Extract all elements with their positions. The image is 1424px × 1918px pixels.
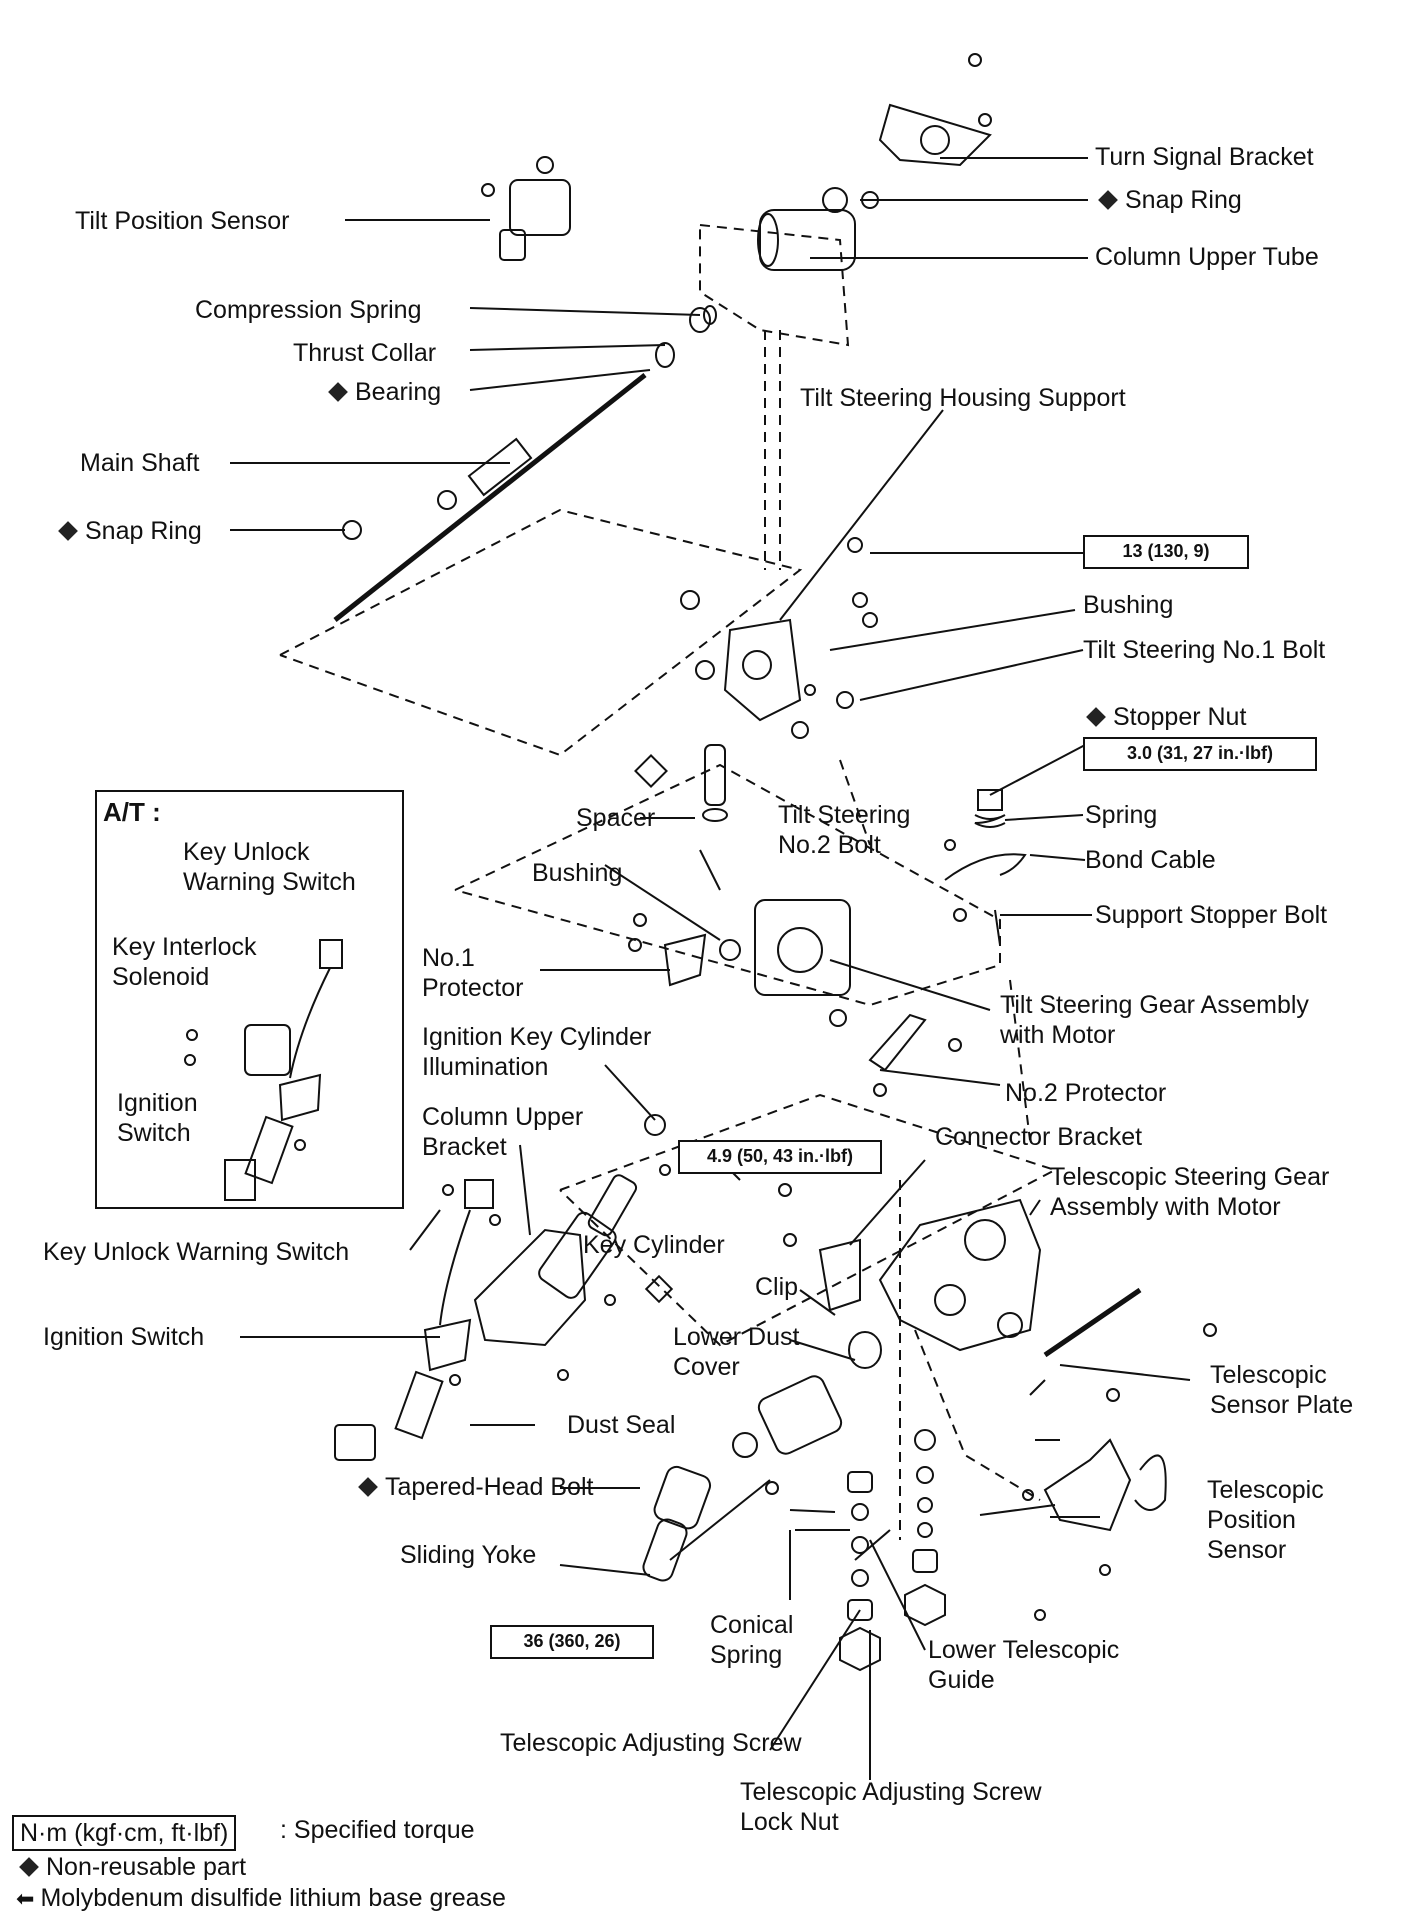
label-sliding-yoke: Sliding Yoke bbox=[400, 1541, 537, 1569]
arrow-icon: ⬅ bbox=[16, 1886, 35, 1911]
no2-protector-part bbox=[868, 1013, 962, 1097]
label-spring: Spring bbox=[1085, 801, 1158, 829]
legend-grease: ⬅Molybdenum disulfide lithium base greas… bbox=[16, 1883, 506, 1914]
at-label-key-interlock-solenoid: Key Interlock Solenoid bbox=[112, 933, 257, 991]
label-telescopic-adjusting-screw: Telescopic Adjusting Screw bbox=[500, 1729, 802, 1757]
label-dust-seal: Dust Seal bbox=[567, 1411, 676, 1439]
diamond-icon bbox=[328, 382, 348, 403]
ignition-switch-part bbox=[334, 1179, 501, 1461]
legend-non-reusable-text: Non-reusable part bbox=[46, 1853, 247, 1881]
label-bearing: Bearing bbox=[325, 377, 441, 407]
tilt-housing-support-part bbox=[680, 537, 878, 739]
label-column-upper-bracket: Column Upper Bracket bbox=[422, 1103, 584, 1161]
label-telescopic-steering-gear-assembly: Telescopic Steering Gear Assembly with M… bbox=[1050, 1163, 1330, 1221]
label-telescopic-sensor-plate: Telescopic Sensor Plate bbox=[1210, 1361, 1354, 1419]
label-main-shaft: Main Shaft bbox=[80, 449, 200, 477]
label-no1-protector: No.1 Protector bbox=[422, 944, 524, 1002]
label-thrust-collar: Thrust Collar bbox=[293, 339, 437, 367]
label-bushing-right: Bushing bbox=[1083, 591, 1174, 619]
label-lower-telescopic-guide: Lower Telescopic Guide bbox=[928, 1636, 1120, 1694]
label-tilt-position-sensor: Tilt Position Sensor bbox=[75, 207, 290, 235]
torque-box-36: 36 (360, 26) bbox=[490, 1625, 654, 1659]
telescopic-gear-assembly-part bbox=[778, 1183, 1042, 1352]
label-tilt-steering-gear-assembly: Tilt Steering Gear Assembly with Motor bbox=[1000, 991, 1309, 1049]
stopper-hardware-part bbox=[944, 789, 1027, 946]
torque-box-13: 13 (130, 9) bbox=[1083, 535, 1249, 569]
label-key-cylinder: Key Cylinder bbox=[583, 1231, 725, 1259]
label-snap-ring-top-text: Snap Ring bbox=[1125, 186, 1242, 214]
label-bearing-text: Bearing bbox=[355, 378, 442, 406]
label-tilt-steering-no2-bolt: Tilt Steering No.2 Bolt bbox=[778, 801, 911, 859]
label-bond-cable: Bond Cable bbox=[1085, 846, 1216, 874]
label-snap-ring-top: Snap Ring bbox=[1095, 185, 1242, 215]
legend-torque-unit: N·m (kgf·cm, ft·lbf) bbox=[12, 1815, 237, 1851]
diamond-icon bbox=[19, 1857, 39, 1878]
label-support-stopper-bolt: Support Stopper Bolt bbox=[1095, 901, 1328, 929]
diamond-icon bbox=[58, 521, 78, 542]
legend-non-reusable: Non-reusable part bbox=[16, 1852, 246, 1882]
at-inset-box bbox=[95, 790, 404, 1209]
at-inset-parts bbox=[184, 939, 343, 1201]
label-connector-bracket: Connector Bracket bbox=[935, 1123, 1143, 1151]
label-no2-protector: No.2 Protector bbox=[1005, 1079, 1167, 1107]
legend-grease-text: Molybdenum disulfide lithium base grease bbox=[40, 1884, 506, 1912]
tilt-position-sensor-part bbox=[481, 156, 571, 261]
label-turn-signal-bracket: Turn Signal Bracket bbox=[1095, 143, 1314, 171]
tilt-gear-assembly-part bbox=[628, 899, 851, 1027]
at-inset-title: A/T : bbox=[103, 797, 161, 827]
label-ignition-switch: Ignition Switch bbox=[43, 1323, 205, 1351]
label-tilt-steering-no1-bolt: Tilt Steering No.1 Bolt bbox=[1083, 636, 1326, 664]
label-stopper-nut-text: Stopper Nut bbox=[1113, 703, 1247, 731]
label-spacer: Spacer bbox=[576, 804, 656, 832]
sliding-yoke-part bbox=[642, 1465, 779, 1582]
label-key-unlock-warning-switch: Key Unlock Warning Switch bbox=[43, 1238, 350, 1266]
legend-torque-desc: : Specified torque bbox=[280, 1816, 475, 1844]
column-upper-bracket-part bbox=[473, 1114, 674, 1381]
label-column-upper-tube: Column Upper Tube bbox=[1095, 243, 1319, 271]
main-shaft-part bbox=[333, 305, 717, 622]
leader-lines bbox=[230, 157, 1191, 1780]
telescopic-sensor-part bbox=[1022, 1287, 1217, 1621]
label-conical-spring: Conical Spring bbox=[710, 1611, 794, 1669]
label-tapered-head-bolt: Tapered-Head Bolt bbox=[355, 1472, 593, 1502]
spacer-spring-part bbox=[634, 744, 728, 891]
label-tapered-head-bolt-text: Tapered-Head Bolt bbox=[385, 1473, 594, 1501]
label-stopper-nut: Stopper Nut bbox=[1083, 702, 1246, 732]
at-label-ignition-switch: Ignition Switch bbox=[117, 1089, 198, 1147]
at-label-key-unlock-warning-switch: Key Unlock Warning Switch bbox=[183, 838, 356, 896]
label-ignition-key-cylinder-illumination: Ignition Key Cylinder Illumination bbox=[422, 1023, 652, 1081]
torque-box-4-9: 4.9 (50, 43 in.·lbf) bbox=[678, 1140, 882, 1174]
label-telescopic-position-sensor: Telescopic Position Sensor bbox=[1207, 1476, 1324, 1564]
label-snap-ring-left-text: Snap Ring bbox=[85, 517, 202, 545]
label-clip: Clip bbox=[755, 1273, 799, 1301]
diamond-icon bbox=[1086, 707, 1106, 728]
label-tilt-steering-housing-support: Tilt Steering Housing Support bbox=[800, 384, 1126, 412]
diamond-icon bbox=[1098, 190, 1118, 211]
label-lower-dust-cover: Lower Dust Cover bbox=[673, 1323, 800, 1381]
column-upper-tube-part bbox=[757, 53, 992, 271]
label-compression-spring: Compression Spring bbox=[195, 296, 422, 324]
lower-dust-cover-part bbox=[732, 1331, 882, 1458]
conical-spring-stack-part bbox=[839, 1429, 946, 1672]
label-snap-ring-left: Snap Ring bbox=[55, 516, 202, 546]
diamond-icon bbox=[358, 1477, 378, 1498]
torque-box-3-0: 3.0 (31, 27 in.·lbf) bbox=[1083, 737, 1317, 771]
label-bushing-left: Bushing bbox=[532, 859, 623, 887]
label-telescopic-adjusting-screw-lock-nut: Telescopic Adjusting Screw Lock Nut bbox=[740, 1778, 1042, 1836]
